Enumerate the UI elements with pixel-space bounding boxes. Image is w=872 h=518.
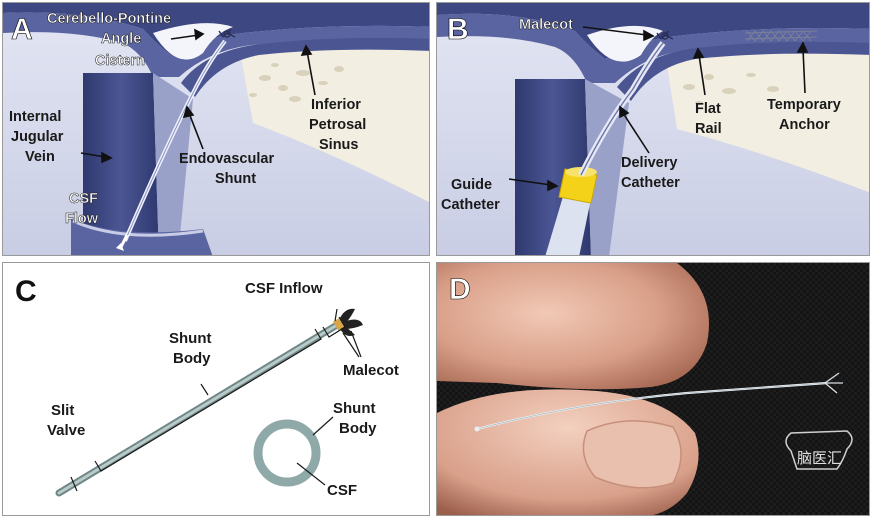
bone-texture [249,63,344,102]
panel-c: C CSF Inflow Shunt Body Malecot Slit Val… [2,262,430,516]
label-flat: Flat [695,101,721,117]
label-jugular: Jugular [11,129,64,145]
malecot-tip [218,28,236,38]
malecot-tip [656,30,674,40]
label-shunt: Shunt [215,171,256,187]
ring-pointers [296,416,334,486]
label-csf: CSF [327,482,357,499]
panel-b-pointers [508,26,809,192]
sinus-inner [437,13,869,83]
vein-floor-edge [72,219,204,237]
watermark-logo: 脑医汇 [785,430,853,470]
panel-d: D 脑医汇 [436,262,870,516]
vein-wall [585,79,629,255]
panel-b-illustration: B Malecot Flat Rail Temporary Anchor Gui… [437,3,869,255]
panel-d-photo: D 脑医汇 [437,263,869,515]
label-delivery: Delivery [621,155,677,171]
label-cerebello: Cerebello-Pontine [47,11,171,27]
panel-c-illustration: C CSF Inflow Shunt Body Malecot Slit Val… [15,275,399,499]
label-vein: Vein [25,149,55,165]
sinus-inner [3,12,429,77]
label-internal: Internal [9,109,61,125]
inferior-petrosal-sinus [181,37,429,97]
temporary-anchor [744,30,818,42]
label-flow: Flow [65,211,99,227]
label-shunt: Shunt [169,330,212,347]
label-endovascular: Endovascular [179,151,274,167]
label-delivery-catheter: Catheter [621,175,680,191]
label-guide: Guide [451,177,492,193]
label-slit: Slit [51,402,74,419]
shunt-outline [124,40,226,242]
label-ring-shunt: Shunt [333,400,376,417]
label-body: Body [173,350,211,367]
shunt-device-edge [476,382,828,430]
label-inferior: Inferior [311,97,361,113]
panel-a-pointers [80,28,316,164]
label-petrosal: Petrosal [309,117,366,133]
thumbnail [582,420,682,489]
label-csf-inflow: CSF Inflow [245,280,323,297]
label-temporary: Temporary [767,97,841,113]
vein-wall [153,73,193,255]
panel-letter: D [449,273,471,306]
vein-floor [71,219,213,255]
label-rail: Rail [695,121,722,137]
bone-area [241,42,429,202]
panel-a-illustration: A Cerebello-Pontine Angle Cistern Inferi… [3,3,429,255]
label-ring-body: Body [339,420,377,437]
panel-letter: C [15,275,37,308]
watermark-text: 脑医汇 [797,449,842,467]
label-angle: Angle [101,31,141,47]
cistern-pocket [153,23,233,60]
label-malecot: Malecot [519,17,573,33]
malecot-tip [824,372,843,394]
dimension-brackets [70,308,362,492]
panel-a: A Cerebello-Pontine Angle Cistern Inferi… [2,2,430,256]
flat-rail [580,42,664,176]
csf-flow-arrow [119,234,129,248]
bone-area [667,46,869,193]
shunt-cross-section-ring [253,419,321,487]
label-valve: Valve [47,422,85,439]
label-anchor: Anchor [779,117,830,133]
label-guide-catheter: Catheter [441,197,500,213]
panel-letter: B [447,13,469,46]
panel-letter: A [11,13,33,46]
panel-b: B Malecot Flat Rail Temporary Anchor Gui… [436,2,870,256]
shunt-body-highlight [57,323,339,495]
shunt-end [474,426,480,432]
csf-flow-arrowhead [116,243,124,251]
inferior-petrosal-sinus [617,41,869,101]
label-malecot: Malecot [343,362,399,379]
label-csf: CSF [69,191,98,207]
bone-texture [683,73,779,105]
label-cistern: Cistern [95,53,145,69]
upper-finger [437,263,709,390]
label-sinus: Sinus [319,137,358,153]
